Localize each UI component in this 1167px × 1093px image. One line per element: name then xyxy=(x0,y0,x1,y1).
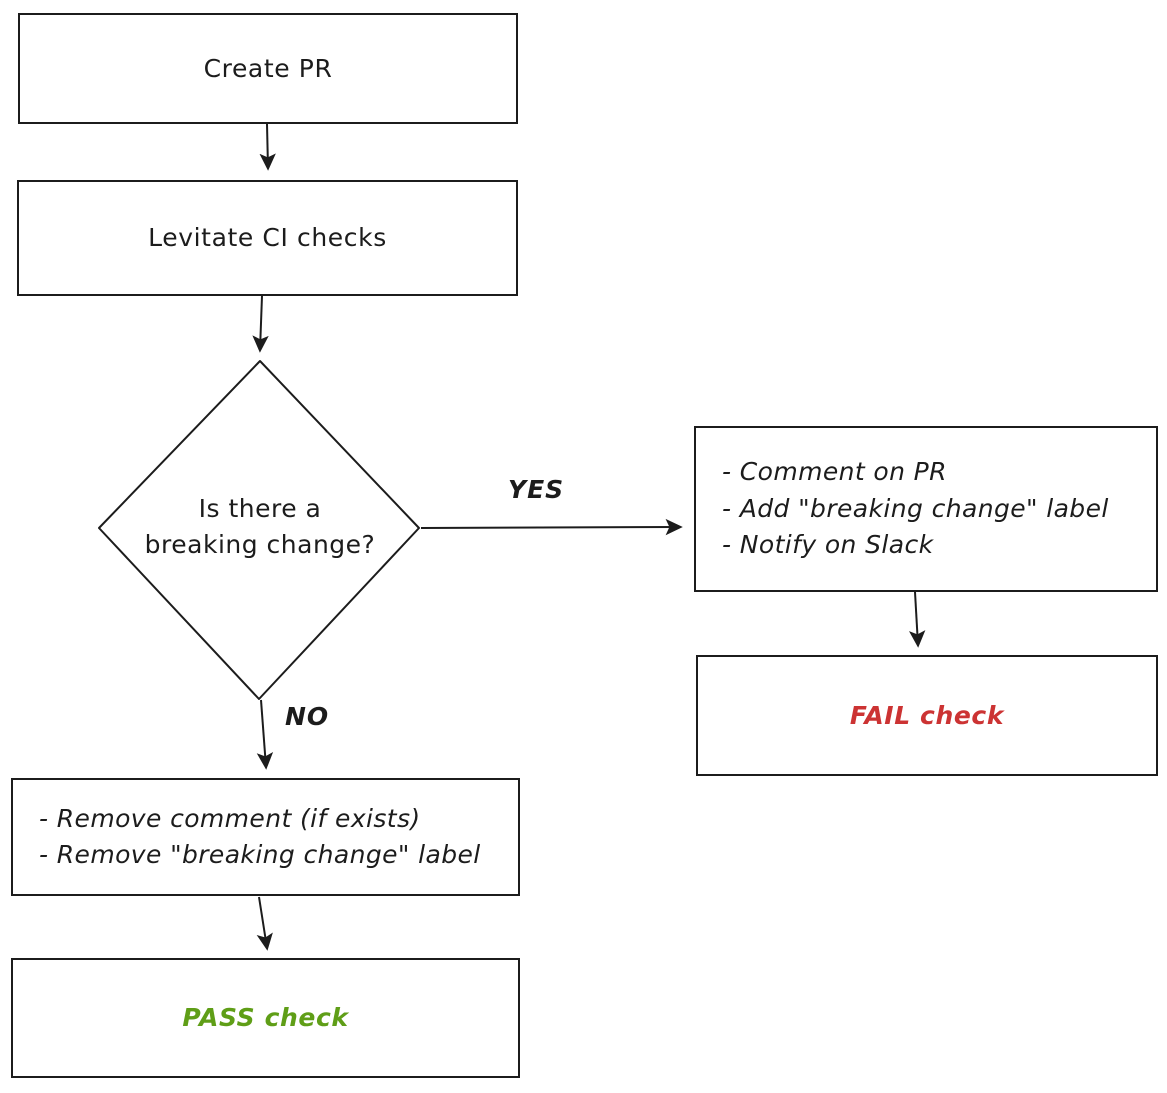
breaking-actions-list: - Comment on PR - Add "breaking change" … xyxy=(722,454,1109,564)
edge-label-yes: YES xyxy=(508,475,565,504)
node-fail-check[interactable]: FAIL check xyxy=(696,655,1158,776)
edge-decision-yes xyxy=(420,518,683,536)
list-item: - Remove "breaking change" label xyxy=(39,840,481,869)
list-item: - Add "breaking change" label xyxy=(722,493,1109,523)
list-item: - Comment on PR xyxy=(722,457,947,487)
status-badge-fail: FAIL check xyxy=(849,700,1005,730)
edge-create-to-ci xyxy=(259,123,276,171)
list-item: - Notify on Slack xyxy=(722,530,934,560)
node-create-pr[interactable]: Create PR xyxy=(18,13,518,124)
edge-decision-no xyxy=(256,699,274,770)
edge-clean-to-pass xyxy=(256,896,273,951)
clean-actions-list: - Remove comment (if exists) - Remove "b… xyxy=(39,801,481,874)
node-clean-actions[interactable]: - Remove comment (if exists) - Remove "b… xyxy=(11,778,520,896)
node-pass-check[interactable]: PASS check xyxy=(11,958,520,1078)
edge-label-no: NO xyxy=(285,702,330,731)
node-breaking-actions[interactable]: - Comment on PR - Add "breaking change" … xyxy=(694,426,1158,592)
edge-actions-to-fail xyxy=(908,591,926,648)
decision-diamond-shape xyxy=(98,360,420,700)
list-item: - Remove comment (if exists) xyxy=(39,803,421,833)
node-create-pr-label: Create PR xyxy=(203,53,333,83)
status-badge-pass: PASS check xyxy=(182,1003,349,1033)
node-ci-checks-label: Levitate CI checks xyxy=(148,223,387,253)
edge-ci-to-decision xyxy=(252,295,269,353)
node-ci-checks[interactable]: Levitate CI checks xyxy=(17,180,518,296)
